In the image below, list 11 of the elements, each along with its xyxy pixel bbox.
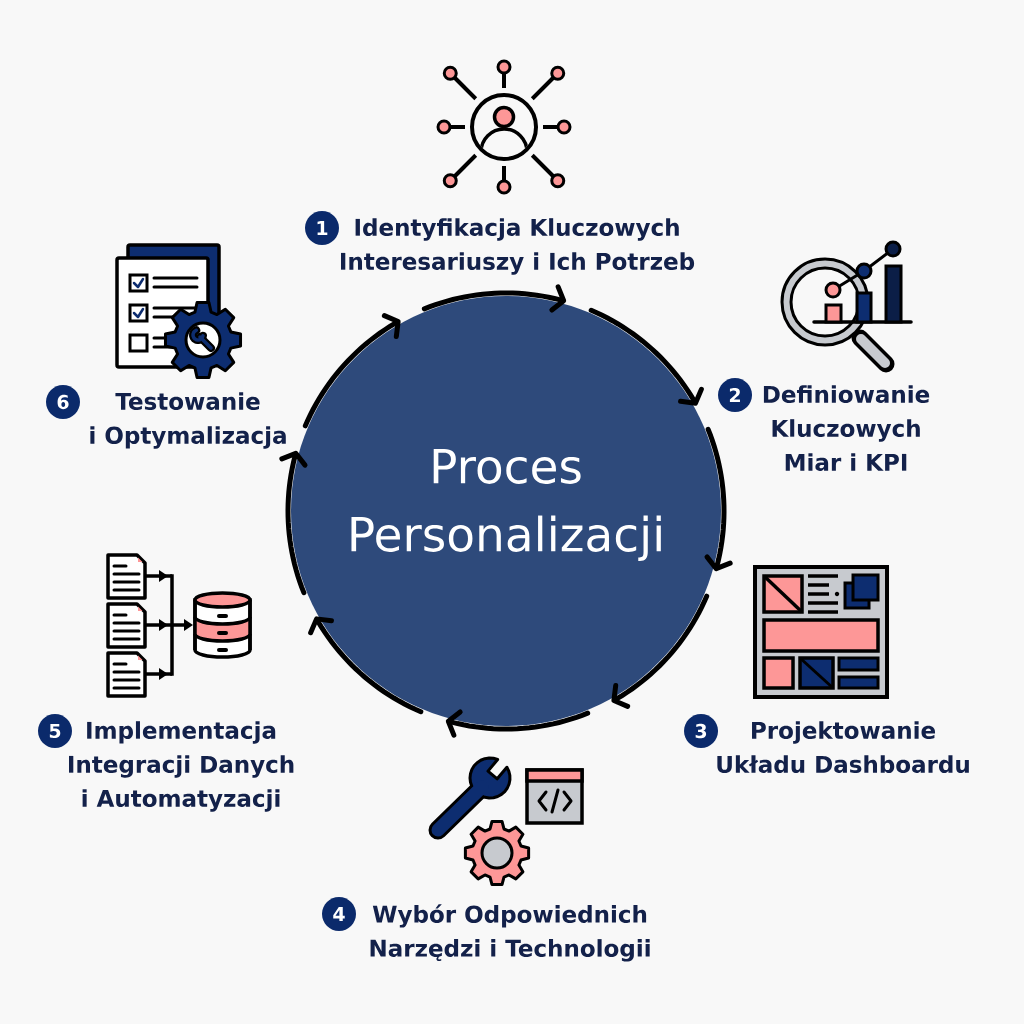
number-badge: 5 <box>38 714 72 748</box>
step-label: Wybór Odpowiednich Narzędzi i Technologii <box>370 904 650 962</box>
number-badge: 4 <box>322 897 356 931</box>
number-badge: 6 <box>46 385 80 419</box>
step-label: Testowanie i Optymalizacja <box>90 392 286 449</box>
step-label: Definiowanie Kluczowych Miar i KPI <box>763 385 930 471</box>
number-badge: 2 <box>718 378 752 412</box>
step-label: Identyfikacja Kluczowych Interesariuszy i Ich Potrzeb <box>341 218 695 275</box>
step-label: Implementacja Integracji Danych i Automatyzacji <box>69 721 294 812</box>
number-badge: 3 <box>684 714 718 748</box>
number-badge: 1 <box>305 211 339 245</box>
